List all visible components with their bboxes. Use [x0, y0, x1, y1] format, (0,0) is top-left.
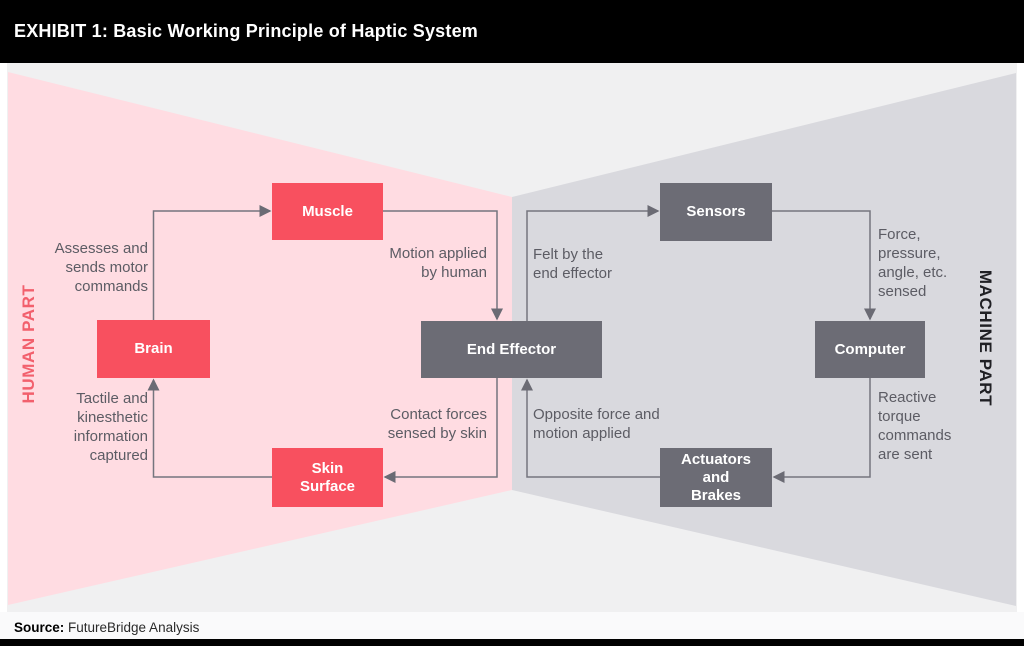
- footer-strip: [0, 612, 1024, 639]
- annotation-tactile-kinesthetic: Tactile and kinesthetic information capt…: [73, 390, 148, 464]
- diagram-graphics: [8, 72, 1016, 606]
- arrow-computer-to-actuators: [772, 378, 871, 483]
- node-skin-surface: Skin Surface: [272, 448, 383, 507]
- annotation-motion-applied: Motion applied by human: [389, 245, 487, 281]
- source-line: Source: FutureBridge Analysis: [14, 620, 199, 635]
- human-part-label: HUMAN PART: [19, 284, 38, 404]
- arrow-sensors-to-computer: [772, 210, 876, 321]
- annotation-assesses-motor-commands: Assesses and sends motor commands: [54, 240, 148, 295]
- source-text: FutureBridge Analysis: [68, 620, 200, 635]
- bottom-bar: [0, 639, 1024, 646]
- annotation-reactive-torque: Reactive torque commands are sent: [878, 389, 952, 463]
- arrow-skin-surface-to-brain: [147, 378, 272, 478]
- node-computer: Computer: [815, 321, 925, 378]
- node-muscle: Muscle: [272, 183, 383, 240]
- node-brain: Brain: [97, 320, 210, 378]
- arrow-end-effector-to-sensors: [526, 205, 660, 321]
- node-end-effector: End Effector: [421, 321, 602, 378]
- node-sensors: Sensors: [660, 183, 772, 241]
- diagram-canvas: HUMAN PART MACHINE PART Muscle Brain Ski…: [7, 63, 1017, 612]
- arrow-muscle-to-end-effector: [383, 210, 503, 321]
- annotation-force-pressure-sensed: Force, pressure, angle, etc. sensed: [878, 226, 948, 300]
- annotation-contact-forces: Contact forces sensed by skin: [387, 406, 487, 442]
- arrow-actuators-to-end-effector: [521, 378, 660, 478]
- annotation-felt-by-end-effector: Felt by the end effector: [533, 246, 612, 282]
- title-bar: EXHIBIT 1: Basic Working Principle of Ha…: [0, 0, 1024, 63]
- exhibit-title: EXHIBIT 1: Basic Working Principle of Ha…: [14, 21, 478, 41]
- arrow-brain-to-muscle: [152, 205, 272, 320]
- annotation-opposite-force: Opposite force and motion applied: [533, 406, 660, 442]
- source-label: Source:: [14, 620, 69, 635]
- machine-part-zone: [512, 73, 1016, 606]
- arrow-end-effector-to-skin-surface: [383, 378, 498, 483]
- node-actuators-brakes: Actuators and Brakes: [660, 448, 772, 507]
